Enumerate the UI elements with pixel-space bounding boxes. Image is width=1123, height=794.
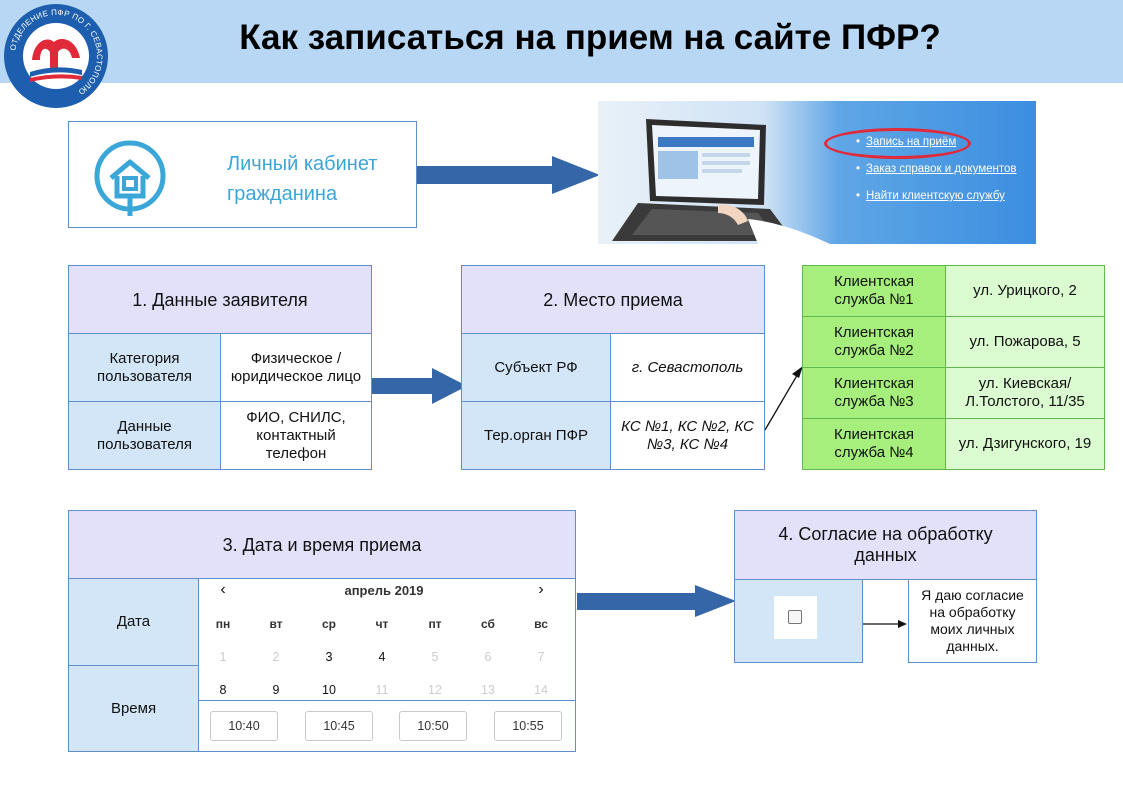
cabinet-label: Личный кабинет гражданина — [227, 149, 407, 209]
step2-title: 2. Место приема — [461, 265, 765, 334]
service-1-name: Клиентская служба №1 — [802, 265, 946, 317]
weekday-thu: чт — [375, 617, 389, 631]
weekday-sat: сб — [481, 617, 495, 631]
step3-title: 3. Дата и время приема — [68, 510, 576, 579]
time-slot-button[interactable]: 10:45 — [305, 711, 373, 741]
site-link-find-service[interactable]: Найти клиентскую службу — [854, 189, 1036, 216]
calendar-day[interactable]: 14 — [534, 683, 548, 697]
time-slot-button[interactable]: 10:40 — [210, 711, 278, 741]
time-slot-button[interactable]: 10:50 — [399, 711, 467, 741]
calendar-day[interactable]: 12 — [428, 683, 442, 697]
calendar-day[interactable]: 1 — [219, 650, 227, 664]
weekday-fri: пт — [428, 617, 442, 631]
step2-organ-label: Тер.орган ПФР — [461, 401, 611, 470]
step1-category-label: Категория пользователя — [68, 333, 221, 402]
arrow-cabinet-to-site — [417, 156, 600, 194]
time-slot-button[interactable]: 10:55 — [494, 711, 562, 741]
calendar-widget: ‹ апрель 2019 › пн вт ср чт пт сб вс 1 2… — [198, 578, 576, 752]
arrow-step2-to-services — [764, 366, 803, 431]
calendar-day[interactable]: 7 — [537, 650, 545, 664]
laptop-illustration — [612, 119, 830, 244]
service-3-name: Клиентская служба №3 — [802, 367, 946, 419]
service-3-address: ул. Киевская/ Л.Толстого, 11/35 — [945, 367, 1105, 419]
consent-checkbox[interactable] — [788, 610, 802, 624]
weekday-wed: ср — [321, 617, 336, 631]
step2-subject-value[interactable]: г. Севастополь — [610, 333, 765, 402]
calendar-month: апрель 2019 — [344, 583, 424, 598]
step2-organ-value[interactable]: КС №1, КС №2, КС №3, КС №4 — [610, 401, 765, 470]
service-4-name: Клиентская служба №4 — [802, 418, 946, 470]
weekday-mon: пн — [215, 617, 231, 631]
calendar-divider — [199, 700, 575, 701]
calendar-prev-button[interactable]: ‹ — [220, 581, 226, 598]
service-4-address: ул. Дзигунского, 19 — [945, 418, 1105, 470]
site-link-appointment[interactable]: Запись на приём — [854, 135, 1036, 162]
header-band — [0, 0, 1123, 83]
page-title: Как записаться на прием на сайте ПФР? — [239, 18, 941, 57]
consent-checkbox-frame — [774, 596, 817, 639]
service-2-name: Клиентская служба №2 — [802, 316, 946, 368]
step3-date-label: Дата — [68, 578, 199, 666]
step1-category-value[interactable]: Физическое / юридическое лицо — [220, 333, 372, 402]
step4-consent-text: Я даю согласие на обработку моих личных … — [908, 579, 1037, 663]
site-links: Запись на приём Заказ справок и документ… — [854, 135, 1036, 216]
calendar-next-button[interactable]: › — [538, 581, 544, 598]
calendar-day[interactable]: 6 — [484, 650, 492, 664]
calendar-day[interactable]: 3 — [325, 650, 333, 664]
calendar-day[interactable]: 8 — [219, 683, 227, 697]
pfr-logo: ОТДЕЛЕНИЕ ПФР ПО Г. СЕВАСТОПОЛЮ — [4, 4, 108, 108]
calendar-day[interactable]: 2 — [272, 650, 280, 664]
arrow-checkbox-to-consent — [862, 620, 907, 628]
step1-title: 1. Данные заявителя — [68, 265, 372, 334]
calendar-day[interactable]: 4 — [378, 650, 386, 664]
site-link-documents[interactable]: Заказ справок и документов — [854, 162, 1036, 189]
step1-data-label: Данные пользователя — [68, 401, 221, 470]
weekday-tue: вт — [269, 617, 283, 631]
step3-time-label: Время — [68, 665, 199, 752]
weekday-sun: вс — [534, 617, 548, 631]
home-icon — [94, 140, 166, 216]
cabinet-label-line2: гражданина — [227, 183, 338, 205]
calendar-day[interactable]: 9 — [272, 683, 280, 697]
step4-title: 4. Согласие на обработку данных — [734, 510, 1037, 580]
calendar-day[interactable]: 10 — [322, 683, 336, 697]
calendar-day[interactable]: 13 — [481, 683, 495, 697]
calendar-day[interactable]: 5 — [431, 650, 439, 664]
step2-subject-label: Субъект РФ — [461, 333, 611, 402]
service-2-address: ул. Пожарова, 5 — [945, 316, 1105, 368]
website-screenshot: Запись на приём Заказ справок и документ… — [598, 101, 1036, 244]
calendar-day[interactable]: 11 — [375, 683, 389, 697]
arrow-step1-to-step2 — [372, 368, 467, 404]
step1-data-value[interactable]: ФИО, СНИЛС, контактный телефон — [220, 401, 372, 470]
cabinet-box[interactable]: Личный кабинет гражданина — [68, 121, 417, 228]
service-1-address: ул. Урицкого, 2 — [945, 265, 1105, 317]
cabinet-label-line1: Личный кабинет — [227, 153, 378, 175]
arrow-step3-to-step4 — [577, 585, 736, 617]
